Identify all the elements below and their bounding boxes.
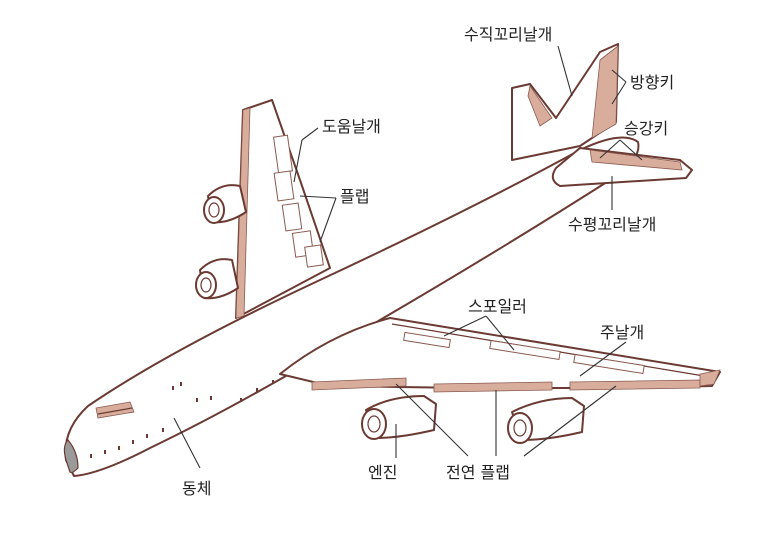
far-wing-flap-2 [281, 202, 303, 232]
far-wing-flap-1 [273, 170, 295, 202]
wingtip-surface [699, 369, 721, 387]
leading-edge-flap-3 [569, 379, 701, 391]
leader-lines [173, 45, 643, 469]
spoiler-panel-1 [403, 331, 451, 349]
label-engine: 엔진 [368, 463, 397, 482]
main-wing [279, 317, 721, 393]
label-flap: 플랩 [340, 187, 369, 206]
cockpit-window [95, 401, 135, 419]
label-spoiler: 스포일러 [468, 297, 527, 316]
label-leading-edge-flap: 전연 플랩 [446, 463, 510, 482]
labels: 수직꼬리날개 방향키 승강키 수평꼬리날개 도움날개 플랩 스포일러 주날개 동… [182, 25, 674, 498]
rudder-lower-surface [527, 84, 553, 127]
far-wing-flap-4 [304, 244, 324, 268]
vertical-stabilizer [511, 43, 619, 161]
elevator-surface [589, 149, 683, 171]
label-rudder: 방향키 [630, 73, 674, 92]
spoiler-panel-2 [489, 340, 561, 360]
rudder-surface [591, 45, 619, 139]
label-aileron: 도움날개 [322, 117, 381, 136]
label-horizontal-stabilizer: 수평꼬리날개 [568, 215, 656, 234]
far-engine-1 [203, 184, 247, 224]
fuselage [63, 136, 640, 477]
far-engine-2 [195, 258, 239, 300]
leading-edge-flap-2 [433, 381, 553, 393]
label-fuselage: 동체 [182, 479, 211, 498]
near-engine-1 [361, 395, 437, 440]
label-main-wing: 주날개 [600, 323, 644, 342]
leading-edge-flap-1 [311, 377, 407, 391]
nose-cone [63, 439, 79, 474]
near-engine-2 [507, 397, 585, 444]
label-vertical-stabilizer: 수직꼬리날개 [464, 25, 552, 44]
horizontal-stabilizer [551, 147, 693, 187]
label-elevator: 승강키 [624, 119, 668, 138]
aileron-panel [573, 354, 645, 374]
